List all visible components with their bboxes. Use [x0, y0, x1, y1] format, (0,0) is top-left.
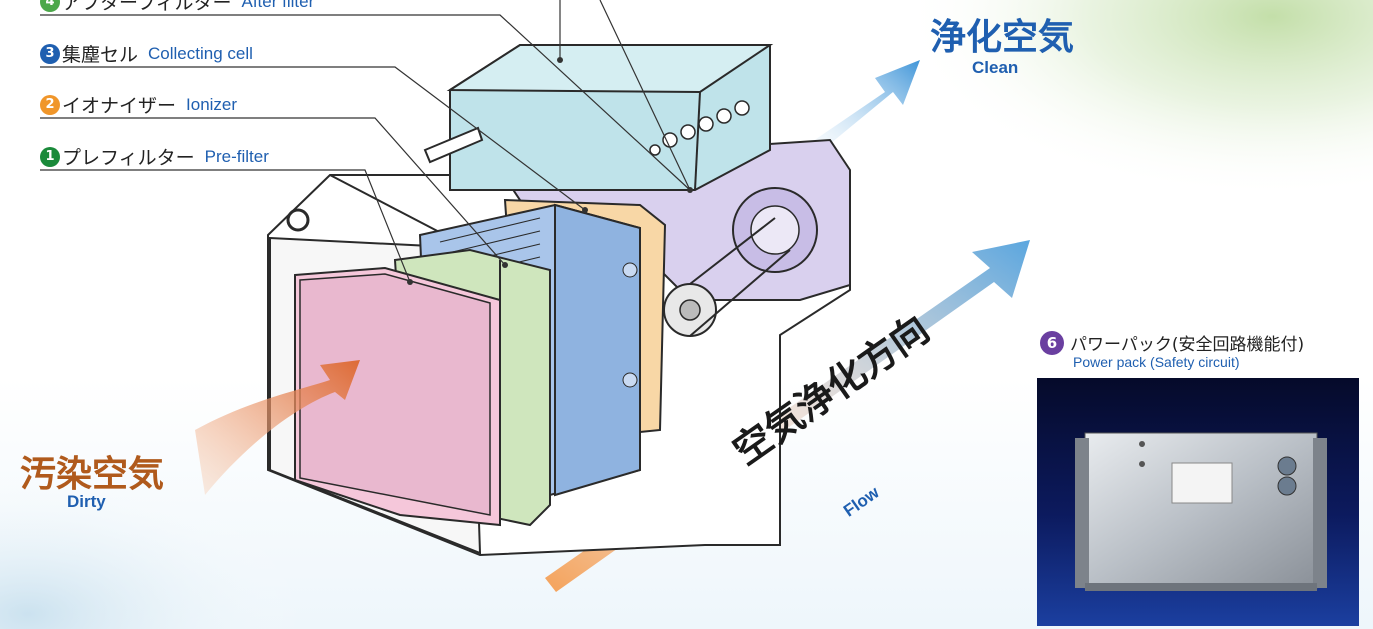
label-pre-filter: 1 プレフィルター Pre-filter [40, 143, 269, 170]
label-after-filter-jp: アフターフィルター [62, 0, 232, 14]
dirty-arrow [195, 360, 360, 495]
power-pack-photo [1037, 378, 1359, 626]
badge-3: 3 [40, 43, 60, 64]
badge-6: 6 [1040, 330, 1064, 355]
power-pack-label: 6 パワーパック(安全回路機能付) [1040, 330, 1304, 355]
power-pack-en: Power pack (Safety circuit) [1073, 354, 1240, 370]
badge-4: 4 [40, 0, 60, 12]
label-pre-filter-jp: プレフィルター [62, 147, 195, 169]
label-collecting-cell: 3 集塵セル Collecting cell [40, 40, 253, 67]
label-ionizer-en: Ionizer [186, 94, 238, 114]
label-after-filter: 4 アフターフィルター After filter [40, 0, 314, 15]
dirty-title: 汚染空気 [20, 454, 165, 495]
dirty-subtitle: Dirty [67, 492, 106, 511]
clean-arrow [800, 60, 920, 162]
badge-1: 1 [40, 146, 60, 167]
label-ionizer-jp: イオナイザー [62, 95, 177, 117]
badge-2: 2 [40, 94, 60, 115]
clean-title: 浄化空気 [930, 17, 1075, 58]
label-after-filter-en: After filter [241, 0, 315, 11]
label-collecting-cell-en: Collecting cell [148, 43, 253, 63]
label-collecting-cell-jp: 集塵セル [62, 44, 139, 66]
label-ionizer: 2 イオナイザー Ionizer [40, 91, 237, 118]
power-pack-image [1075, 432, 1327, 591]
label-pre-filter-en: Pre-filter [204, 146, 269, 166]
power-pack-jp: パワーパック(安全回路機能付) [1070, 335, 1305, 355]
clean-subtitle: Clean [972, 58, 1019, 77]
